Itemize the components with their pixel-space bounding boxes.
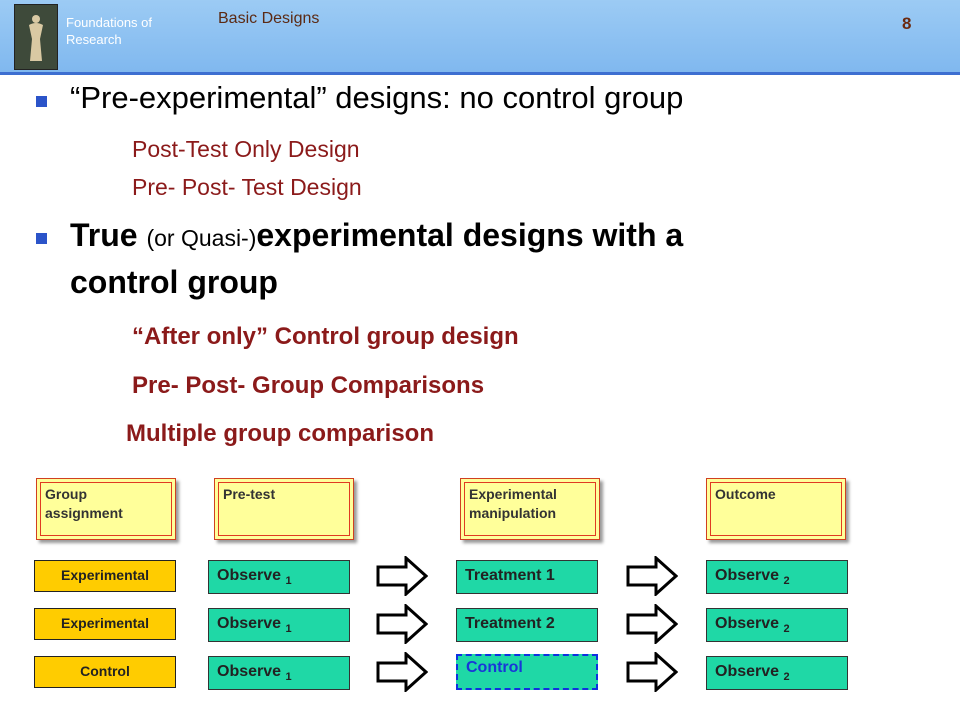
bullet-2-line-2: control group: [70, 264, 278, 300]
bullet-2-bold-b: experimental designs with a: [256, 217, 684, 253]
arrow-icon: [626, 652, 678, 692]
org-title: Foundations of Research: [66, 15, 153, 47]
pretest-observe: Observe 1: [208, 608, 350, 642]
outcome-observe: Observe 2: [706, 608, 848, 642]
arrow-icon: [626, 556, 678, 596]
group-control: Control: [34, 656, 176, 688]
arrow-icon: [376, 604, 428, 644]
slide-header: Foundations of Research Basic Designs 8: [0, 0, 960, 75]
group-experimental: Experimental: [34, 608, 176, 640]
slide-subtitle: Basic Designs: [218, 10, 320, 27]
arrow-icon: [626, 604, 678, 644]
bullet-2-subitem: Pre- Post- Group Comparisons: [132, 372, 485, 399]
bullet-2-line-1: True (or Quasi-)experimental designs wit…: [70, 217, 683, 254]
bullet-2-subitem: Multiple group comparison: [126, 420, 435, 447]
pretest-observe: Observe 1: [208, 656, 350, 690]
treatment-box: Treatment 1: [456, 560, 598, 594]
arrow-icon: [376, 556, 428, 596]
bullet-1-subitem: Post-Test Only Design: [132, 136, 360, 162]
header-pre-test: Pre-test: [214, 478, 354, 540]
bullet-1-subitem: Pre- Post- Test Design: [132, 174, 362, 200]
header-experimental-manipulation: Experimental manipulation: [460, 478, 600, 540]
treatment-box: Treatment 2: [456, 608, 598, 642]
statue-icon: [29, 15, 43, 61]
bullet-icon: [36, 233, 47, 244]
control-manipulation-box: Control: [456, 654, 598, 690]
header-outcome: Outcome: [706, 478, 846, 540]
page-number: 8: [902, 14, 912, 33]
header-group-assignment: Group assignment: [36, 478, 176, 540]
group-experimental: Experimental: [34, 560, 176, 592]
bullet-2-normal: (or Quasi-): [146, 225, 257, 251]
pretest-observe: Observe 1: [208, 560, 350, 594]
bullet-2-subitem: “After only” Control group design: [132, 323, 519, 350]
arrow-icon: [376, 652, 428, 692]
bullet-1-text: “Pre-experimental” designs: no control g…: [70, 80, 684, 115]
statue-logo: [14, 4, 58, 70]
outcome-observe: Observe 2: [706, 656, 848, 690]
outcome-observe: Observe 2: [706, 560, 848, 594]
bullet-icon: [36, 96, 47, 107]
bullet-2-bold-a: True: [70, 217, 147, 253]
